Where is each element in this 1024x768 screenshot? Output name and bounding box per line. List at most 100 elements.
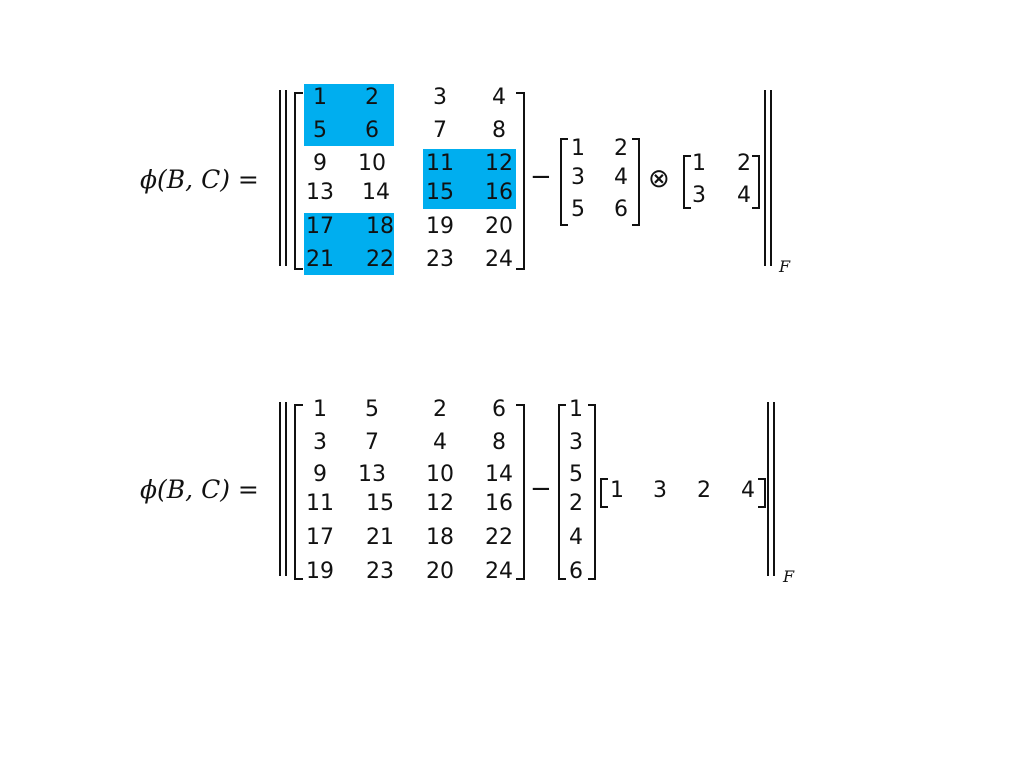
matrix-cell: 24 [485, 247, 513, 272]
matrix-cell: 16 [485, 180, 513, 205]
vector-cell: 4 [569, 525, 583, 550]
matrix-cell: 1 [692, 151, 706, 176]
matrix-cell: 4 [737, 183, 751, 208]
matrix-cell: 10 [426, 462, 454, 487]
matrix-cell: 12 [485, 151, 513, 176]
matrix-cell: 20 [426, 559, 454, 584]
matrix-cell: 21 [306, 247, 334, 272]
column-vector-right-bracket [588, 404, 596, 580]
matrix-a-left-bracket [294, 404, 303, 580]
matrix-cell: 3 [433, 85, 447, 110]
matrix-cell: 17 [306, 214, 334, 239]
matrix-cell: 5 [571, 197, 585, 222]
matrix-cell: 11 [426, 151, 454, 176]
highlight-block-middle-right [423, 149, 516, 209]
matrix-cell: 2 [365, 85, 379, 110]
phi-symbol: ϕ [140, 475, 158, 504]
vector-cell: 3 [653, 478, 667, 503]
vector-cell: 2 [569, 491, 583, 516]
vector-cell: 3 [569, 430, 583, 455]
matrix-cell: 1 [571, 136, 585, 161]
matrix-cell: 2 [433, 397, 447, 422]
matrix-cell: 16 [485, 491, 513, 516]
matrix-b-left-bracket [560, 138, 568, 226]
matrix-cell: 18 [366, 214, 394, 239]
column-vector-left-bracket [558, 404, 566, 580]
matrix-c-right-bracket [752, 155, 760, 209]
matrix-cell: 5 [365, 397, 379, 422]
matrix-cell: 13 [306, 180, 334, 205]
vector-cell: 1 [610, 478, 624, 503]
matrix-cell: 3 [692, 183, 706, 208]
matrix-cell: 4 [492, 85, 506, 110]
norm-bars-right [764, 90, 772, 266]
matrix-cell: 7 [433, 118, 447, 143]
vector-cell: 2 [697, 478, 711, 503]
matrix-a-left-bracket [294, 92, 303, 270]
matrix-cell: 12 [426, 491, 454, 516]
highlight-block-top-left [304, 84, 394, 146]
phi-symbol: ϕ [140, 165, 158, 194]
matrix-cell: 3 [313, 430, 327, 455]
matrix-cell: 11 [306, 491, 334, 516]
matrix-cell: 8 [492, 430, 506, 455]
matrix-cell: 20 [485, 214, 513, 239]
matrix-cell: 9 [313, 462, 327, 487]
matrix-cell: 7 [365, 430, 379, 455]
matrix-cell: 15 [366, 491, 394, 516]
matrix-cell: 14 [362, 180, 390, 205]
matrix-cell: 22 [366, 247, 394, 272]
matrix-cell: 9 [313, 151, 327, 176]
matrix-cell: 6 [365, 118, 379, 143]
matrix-cell: 18 [426, 525, 454, 550]
matrix-cell: 3 [571, 165, 585, 190]
matrix-cell: 23 [426, 247, 454, 272]
matrix-cell: 13 [358, 462, 386, 487]
matrix-a-right-bracket [516, 92, 525, 270]
vector-cell: 5 [569, 462, 583, 487]
vector-cell: 4 [741, 478, 755, 503]
equation-2-lhs: ϕ(B, C) = [140, 475, 259, 504]
matrix-cell: 4 [614, 165, 628, 190]
minus-sign: − [530, 162, 552, 192]
phi-arguments: (B, C) [157, 475, 230, 504]
matrix-cell: 19 [306, 559, 334, 584]
matrix-cell: 2 [737, 151, 751, 176]
matrix-cell: 4 [433, 430, 447, 455]
matrix-cell: 19 [426, 214, 454, 239]
matrix-cell: 2 [614, 136, 628, 161]
matrix-b-right-bracket [632, 138, 640, 226]
norm-subscript: F [779, 257, 791, 276]
matrix-cell: 1 [313, 85, 327, 110]
highlight-block-bottom-left [304, 213, 394, 275]
matrix-cell: 6 [614, 197, 628, 222]
minus-sign: − [530, 474, 552, 504]
matrix-cell: 22 [485, 525, 513, 550]
matrix-cell: 15 [426, 180, 454, 205]
equals-sign: = [237, 475, 259, 504]
matrix-cell: 24 [485, 559, 513, 584]
matrix-cell: 23 [366, 559, 394, 584]
matrix-cell: 14 [485, 462, 513, 487]
matrix-cell: 21 [366, 525, 394, 550]
matrix-cell: 10 [358, 151, 386, 176]
vector-cell: 1 [569, 397, 583, 422]
row-vector-right-bracket [758, 478, 766, 508]
phi-arguments: (B, C) [157, 165, 230, 194]
norm-subscript: F [783, 567, 795, 586]
matrix-cell: 8 [492, 118, 506, 143]
matrix-cell: 6 [492, 397, 506, 422]
norm-bars-right [767, 402, 775, 576]
equals-sign: = [237, 165, 259, 194]
equation-1-lhs: ϕ(B, C) = [140, 165, 259, 194]
matrix-cell: 5 [313, 118, 327, 143]
norm-bars-left [279, 90, 287, 266]
matrix-cell: 1 [313, 397, 327, 422]
row-vector-left-bracket [600, 478, 608, 508]
kronecker-product-symbol: ⊗ [648, 164, 670, 194]
vector-cell: 6 [569, 559, 583, 584]
norm-bars-left [279, 402, 287, 576]
matrix-c-left-bracket [683, 155, 691, 209]
matrix-cell: 17 [306, 525, 334, 550]
matrix-a-right-bracket [516, 404, 525, 580]
